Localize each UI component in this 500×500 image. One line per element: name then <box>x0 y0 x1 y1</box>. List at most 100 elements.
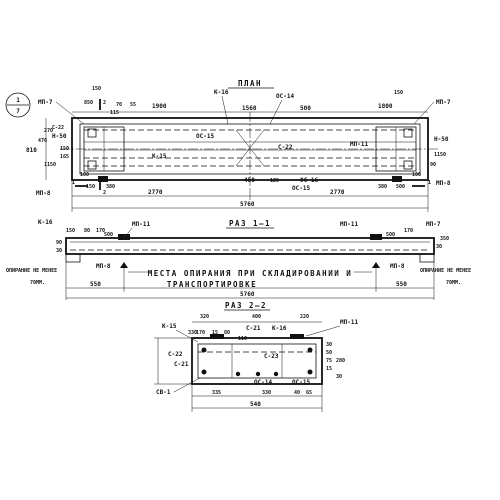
section22-dim-220: 220 <box>300 314 309 320</box>
section11-label-mp11-left: МП-11 <box>132 221 150 228</box>
section22-label-k15: К-15 <box>162 323 177 330</box>
section22-label-c21: С-21 <box>246 325 261 332</box>
plan-dim-100-a: 100 <box>80 172 89 178</box>
section22-dim-75: 75 <box>326 358 332 364</box>
plan-dim-1150-l: 1150 <box>44 162 56 168</box>
section11-dim-80: 80 <box>84 228 90 234</box>
plan-dim-1800-right: 1800 <box>378 103 393 110</box>
section11-dim-5760: 5760 <box>240 291 255 298</box>
plan-label-oc15: ОС-15 <box>196 133 214 140</box>
section11-beam <box>65 237 435 255</box>
section11-dim-550-r: 550 <box>396 281 407 288</box>
plan-dim-5760: 5760 <box>240 201 255 208</box>
plan-dim-top-150: 150 <box>92 86 101 92</box>
sheet-marker-bottom: 7 <box>16 108 20 115</box>
plan-dim-810: 810 <box>26 147 37 154</box>
section22-dim-30-a: 30 <box>326 342 332 348</box>
section22-dim-400: 400 <box>252 314 261 320</box>
section22-label-c21-small: С-21 <box>174 361 189 368</box>
plan-dim-500: 500 <box>300 105 311 112</box>
plan-dim-2770-left: 2770 <box>148 189 163 196</box>
section22-dim-15-b: 15 <box>326 366 332 372</box>
plan-dim-500-b: 500 <box>396 184 405 190</box>
section22-dim-280: 280 <box>336 358 345 364</box>
section11-support-right: ОПИРАНИЕ НЕ МЕНЕЕ <box>420 268 471 274</box>
plan-dim-1150-r: 1150 <box>434 152 446 158</box>
section11-label-mp8-right: МП-8 <box>390 263 405 270</box>
section-1-1: РАЗ 1–1 К-16 МП-11 МП-11 МП-7 МП-8 МП-8 … <box>6 219 471 300</box>
section22-label-oc14: ОС-14 <box>254 379 272 386</box>
section11-label-mp8-left: МП-8 <box>96 263 111 270</box>
plan-dim-115: 115 <box>110 110 119 116</box>
plan-label-mp11: МП-11 <box>350 141 368 148</box>
section11-label-k16: К-16 <box>38 219 53 226</box>
section22-dim-330-b: 330 <box>262 390 271 396</box>
embed-part-bl <box>87 160 97 170</box>
section22-title: РАЗ 2–2 <box>225 301 267 310</box>
section11-note-line2: ТРАНСПОРТИРОВКЕ <box>167 280 257 289</box>
plan-view: ПЛАН 1 1 2 2 <box>26 79 451 212</box>
section22-dim-65: 65 <box>306 390 312 396</box>
plan-title: ПЛАН <box>238 79 262 88</box>
plan-dim-270: 270 <box>44 128 53 134</box>
section22-dim-110: 110 <box>238 336 247 342</box>
plan-dim-1900-left: 1900 <box>152 103 167 110</box>
plan-label-c22-small: С-22 <box>52 125 64 131</box>
plan-label-c22: С-22 <box>278 144 293 151</box>
section22-label-c23: С-23 <box>264 353 279 360</box>
embed-part-br <box>403 160 413 170</box>
plan-dim-380-b: 380 <box>378 184 387 190</box>
section11-support-left-unit: 70ММ. <box>30 280 45 286</box>
plan-label-oc16: ОС-16 <box>300 177 318 184</box>
plan-dim-70: 70 <box>116 102 122 108</box>
plan-dim-90: 90 <box>430 162 436 168</box>
section11-dim-500-r: 500 <box>386 232 395 238</box>
section11-dim-150: 150 <box>66 228 75 234</box>
sheet-marker: 1 7 <box>5 92 31 118</box>
plan-dim-100-b: 100 <box>412 172 421 178</box>
plan-label-oc15-bottom: ОС-15 <box>292 185 310 192</box>
section11-dim-500-l: 500 <box>104 232 113 238</box>
section22-label-k16: К-16 <box>272 325 287 332</box>
plan-dim-top-150-right: 150 <box>394 90 403 96</box>
embed-part-tr <box>403 128 413 138</box>
section11-dim-350: 350 <box>440 236 449 242</box>
plan-dim-125: 125 <box>270 178 279 184</box>
section11-dim-30: 30 <box>436 244 442 250</box>
section22-dim-80: 80 <box>224 330 230 336</box>
section-mark-1b: 1 <box>428 180 431 186</box>
section22-dim-335: 335 <box>212 390 221 396</box>
plan-label-k15: К-15 <box>152 153 167 160</box>
section11-support-right-unit: 70ММ. <box>446 280 461 286</box>
section11-dim-170: 170 <box>96 228 105 234</box>
section11-dim-170-r: 170 <box>404 228 413 234</box>
plan-label-n50-right: Н-50 <box>434 136 449 143</box>
section11-note-line1: МЕСТА ОПИРАНИЯ ПРИ СКЛАДИРОВАНИИ И <box>148 269 353 278</box>
plan-dim-150-a: 150 <box>86 184 95 190</box>
section22-dim-40: 40 <box>294 390 300 396</box>
section22-label-mp11: МП-11 <box>340 319 358 326</box>
plan-dim-55: 55 <box>130 102 136 108</box>
section11-title: РАЗ 1–1 <box>229 219 271 228</box>
section-mark-1a: 1 <box>72 180 75 186</box>
plan-dim-470: 470 <box>38 138 47 144</box>
plan-label-oc14: ОС-14 <box>276 93 294 100</box>
section11-dim-550-l: 550 <box>90 281 101 288</box>
section22-label-cb1: СВ-1 <box>156 389 171 396</box>
section22-dim-50: 50 <box>326 350 332 356</box>
section11-label-mp11-right: МП-11 <box>340 221 358 228</box>
sheet-marker-top: 1 <box>16 97 20 104</box>
plan-dim-380-a: 380 <box>106 184 115 190</box>
plan-label-mp7-right: МП-7 <box>436 99 451 106</box>
plan-dim-450: 450 <box>244 177 255 184</box>
section11-dim-90: 90 <box>56 240 62 246</box>
plan-dim-1560: 1560 <box>242 105 257 112</box>
plan-label-k16: К-16 <box>214 89 229 96</box>
section22-cross-section <box>191 337 323 385</box>
plan-dim-2770-right: 2770 <box>330 189 345 196</box>
section11-label-mp7: МП-7 <box>426 221 441 228</box>
section22-dim-170: 170 <box>196 330 205 336</box>
section22-dim-30-b: 30 <box>336 374 342 380</box>
plan-label-mp7-left: МП-7 <box>38 99 53 106</box>
